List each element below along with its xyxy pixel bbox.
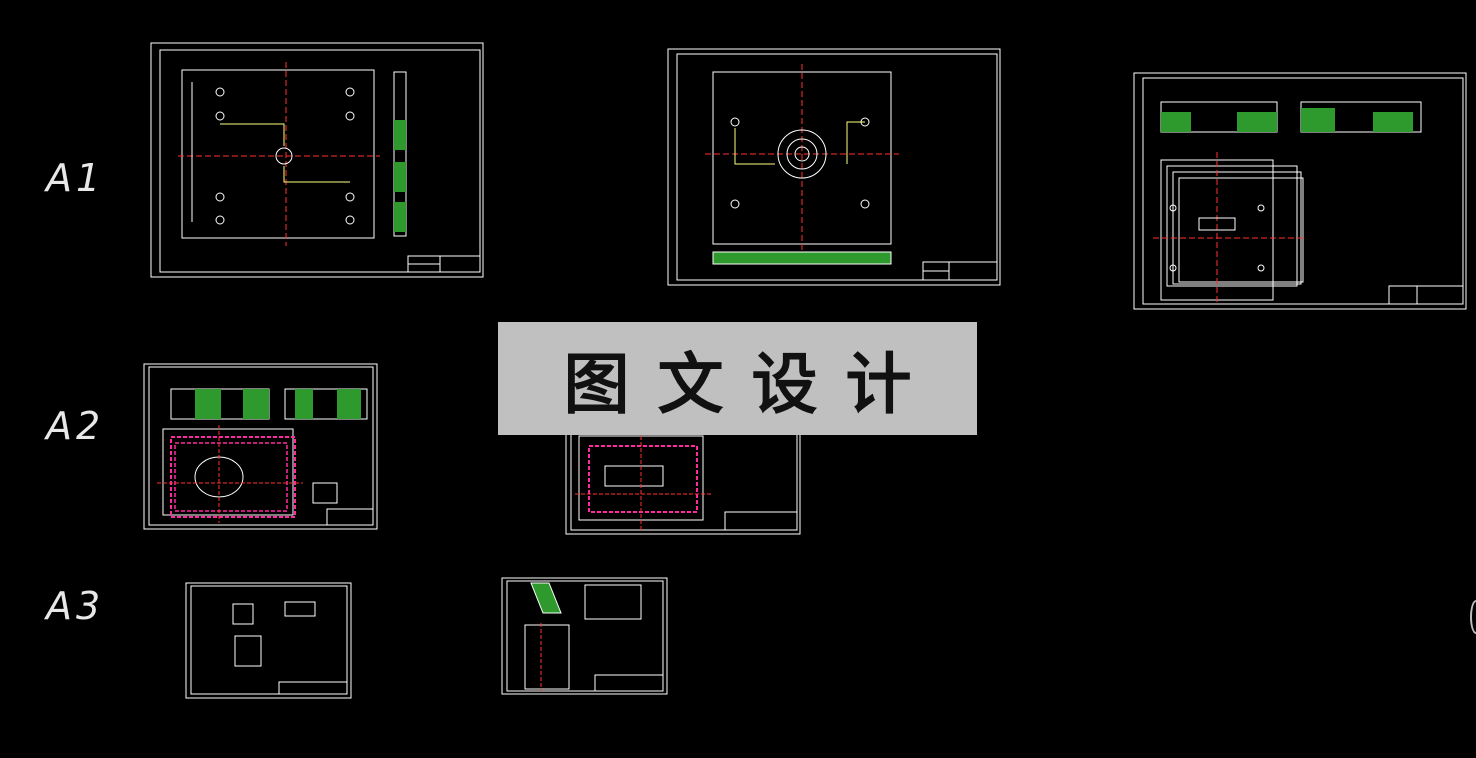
drawing-a2-1: [143, 363, 378, 530]
drawing-a1-1: [150, 42, 484, 278]
drawing-a3-2: [501, 577, 668, 695]
drawing-sheet-a1-2[interactable]: [667, 48, 1001, 286]
size-label-a3: A3: [46, 584, 105, 628]
drawing-a1-2: [667, 48, 1001, 286]
drawing-sheet-a2-1[interactable]: [143, 363, 378, 530]
drawing-sheet-a1-3[interactable]: [1133, 72, 1467, 310]
watermark: 图文设计: [498, 322, 977, 435]
size-label-a1: A1: [46, 156, 105, 200]
edge-mark: [1470, 600, 1476, 634]
drawing-sheet-a1-1[interactable]: [150, 42, 484, 278]
drawing-a3-1: [185, 582, 352, 699]
watermark-text: 图文设计: [563, 344, 940, 423]
drawing-sheet-a3-1[interactable]: [185, 582, 352, 699]
drawing-sheet-a3-2[interactable]: [501, 577, 668, 695]
size-label-a2: A2: [46, 404, 105, 448]
drawing-a1-3: [1133, 72, 1467, 310]
